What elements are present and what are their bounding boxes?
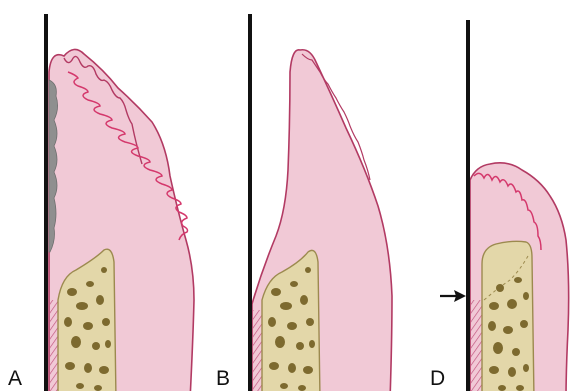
panel-label-d: D xyxy=(430,368,445,389)
panel-d xyxy=(440,20,569,391)
panel-a xyxy=(46,14,194,391)
panel-label-b: B xyxy=(216,368,230,389)
arrow-right-icon xyxy=(440,290,466,302)
panel-label-a: A xyxy=(8,368,22,389)
panel-b xyxy=(250,14,392,391)
attachment-hatch-d xyxy=(471,300,483,391)
